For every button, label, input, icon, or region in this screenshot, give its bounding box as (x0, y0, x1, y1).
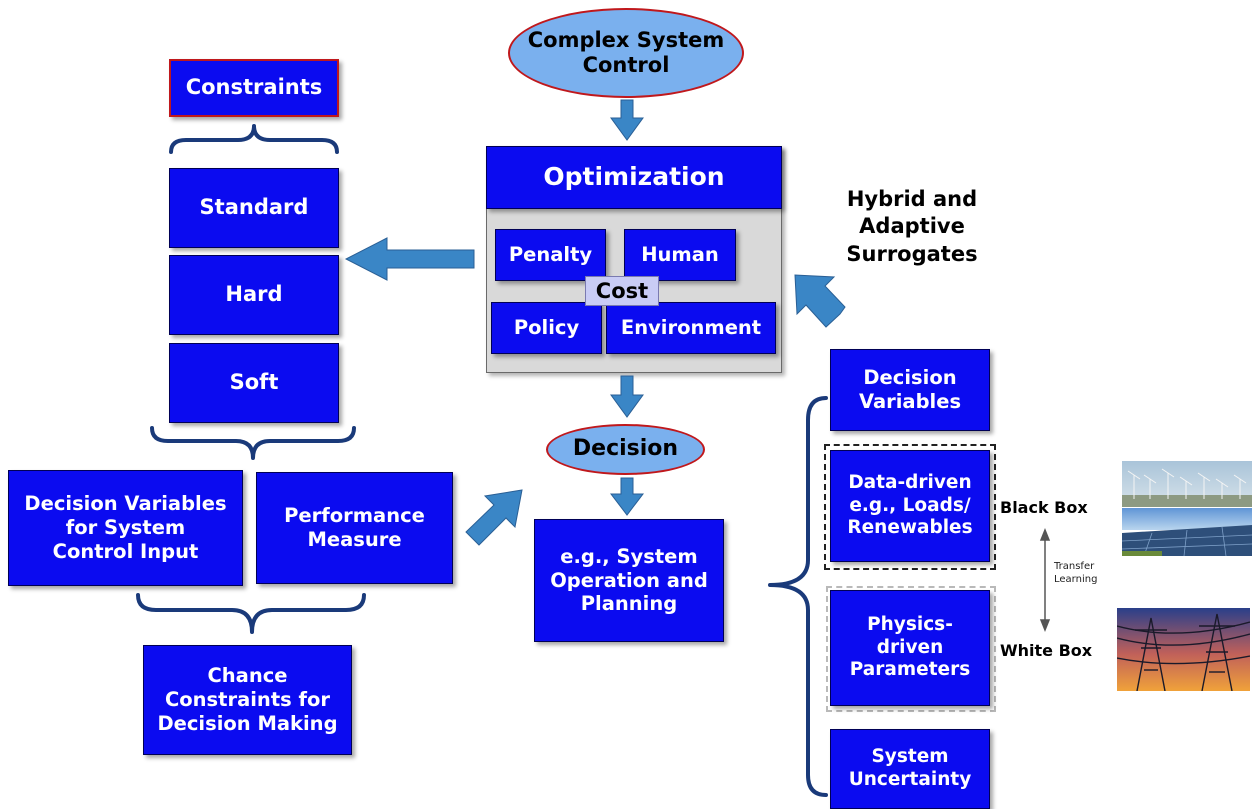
transfer-arrow-up (1039, 527, 1051, 541)
decision-variables-input-box: Decision Variables for System Control In… (8, 470, 243, 586)
transmission-tower-photo (1117, 608, 1250, 691)
physics-driven-label: Physics- driven Parameters (849, 614, 971, 681)
constraints-title-box: Constraints (169, 59, 339, 117)
optimization-title-label: Optimization (543, 162, 725, 192)
penalty-box: Penalty (495, 229, 606, 281)
black-box-label: Black Box (1000, 498, 1088, 517)
chance-constraints-label: Chance Constraints for Decision Making (157, 664, 338, 735)
brace-bottom (136, 593, 366, 634)
complex-system-control-node: Complex System Control (508, 8, 744, 98)
data-driven-label: Data-driven e.g., Loads/ Renewables (847, 472, 973, 539)
brace-constraints (169, 124, 339, 154)
performance-measure-label: Performance Measure (284, 504, 425, 551)
physics-driven-dashed-frame (826, 586, 996, 712)
system-operation-box: e.g., System Operation and Planning (534, 519, 724, 642)
data-driven-box: Data-driven e.g., Loads/ Renewables (830, 450, 990, 562)
arrow-hybrid (794, 274, 846, 328)
human-box: Human (624, 229, 736, 281)
system-uncertainty-label: System Uncertainty (848, 746, 972, 790)
soft-constraint-box: Soft (169, 343, 339, 423)
arrow-down-3 (609, 477, 645, 516)
policy-label: Policy (513, 316, 580, 340)
human-label: Human (641, 243, 719, 267)
arrow-left (344, 237, 475, 281)
environment-label: Environment (620, 316, 762, 340)
arrow-down-2 (610, 375, 644, 418)
policy-box: Policy (491, 302, 602, 354)
standard-constraint-box: Standard (169, 168, 339, 248)
chance-constraints-box: Chance Constraints for Decision Making (143, 645, 352, 755)
arrow-down-1 (610, 99, 644, 141)
transfer-arrow-down (1039, 619, 1051, 633)
complex-system-control-label: Complex System Control (527, 27, 725, 77)
hard-constraint-box: Hard (169, 255, 339, 335)
transmission-tower-photo-svg (1117, 608, 1250, 691)
brace-soft (150, 426, 356, 460)
white-box-label: White Box (1000, 641, 1093, 660)
data-driven-dashed-frame (824, 444, 996, 570)
physics-driven-box: Physics- driven Parameters (830, 590, 990, 706)
system-operation-label: e.g., System Operation and Planning (550, 544, 708, 616)
wind-solar-photo (1122, 461, 1252, 556)
decision-label: Decision (572, 436, 679, 462)
decision-variables-input-label: Decision Variables for System Control In… (24, 492, 227, 563)
cost-text: Cost (595, 279, 649, 303)
environment-box: Environment (606, 302, 776, 354)
optimization-title: Optimization (486, 146, 782, 209)
brace-right (768, 396, 828, 797)
constraints-title-label: Constraints (185, 75, 323, 100)
system-uncertainty-box: System Uncertainty (830, 729, 990, 809)
standard-label: Standard (199, 195, 309, 220)
cost-label: Cost (585, 276, 659, 306)
decision-variables-box: Decision Variables (830, 349, 990, 431)
penalty-label: Penalty (508, 243, 593, 267)
performance-measure-box: Performance Measure (256, 472, 453, 584)
hybrid-adaptive-surrogates-label: Hybrid and Adaptive Surrogates (846, 187, 978, 266)
decision-node: Decision (546, 424, 705, 475)
hard-label: Hard (225, 282, 283, 307)
transfer-learning-label: Transfer Learning (1054, 561, 1098, 585)
soft-label: Soft (229, 370, 279, 395)
arrow-performance (465, 489, 523, 546)
decision-variables-label: Decision Variables (858, 366, 962, 413)
wind-solar-photo-svg (1122, 461, 1252, 556)
